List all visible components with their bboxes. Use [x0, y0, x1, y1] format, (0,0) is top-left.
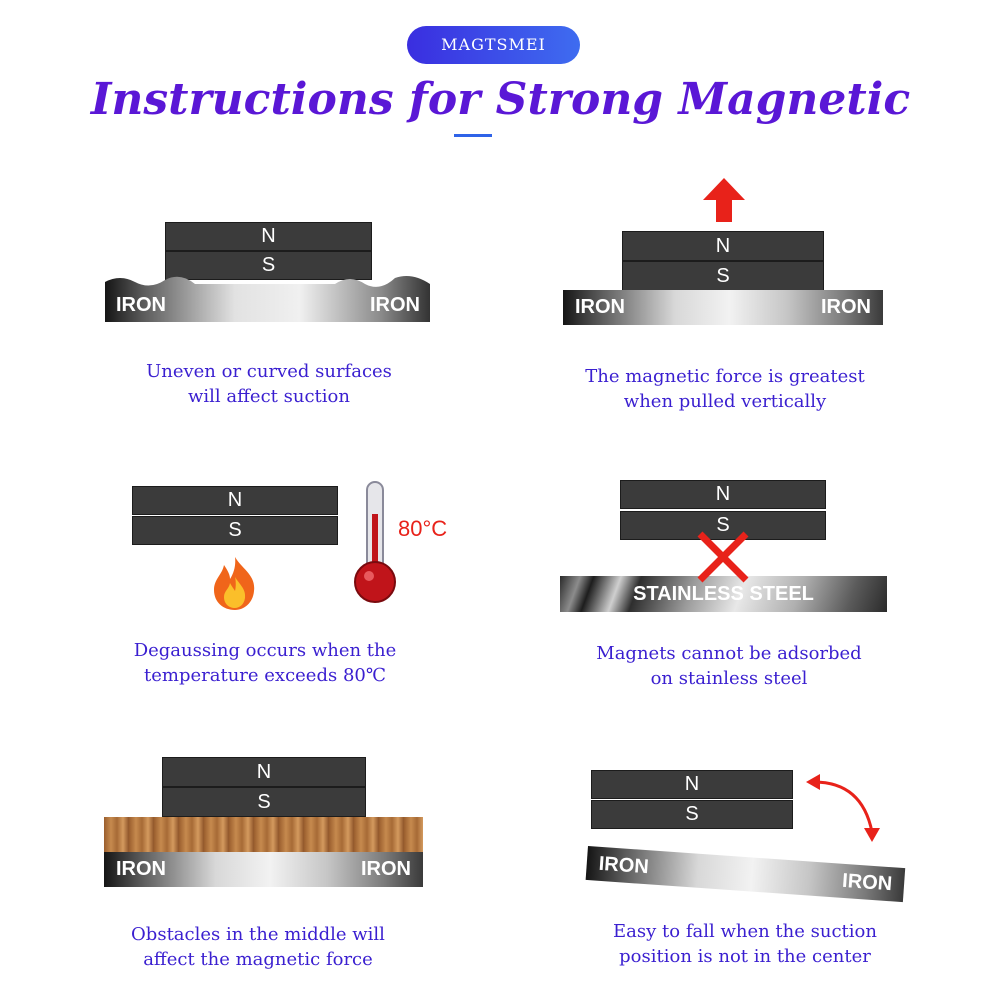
caption-obstacle: Obstacles in the middle will affect the … [131, 924, 385, 970]
magnet-north: N [620, 480, 826, 509]
brand-badge: MAGTSMEI [407, 26, 580, 64]
iron-plate: IRON IRON [563, 290, 883, 325]
magnet-north: N [622, 231, 824, 261]
temperature-label: 80°C [398, 516, 448, 541]
page-title: Instructions for Strong Magnetic [90, 74, 911, 125]
cross-icon [697, 531, 749, 583]
magnet-south: S [132, 516, 338, 545]
magnet-south: S [165, 251, 372, 280]
magnet-south: S [622, 261, 824, 291]
magnet-south: S [591, 800, 793, 829]
curved-double-arrow-icon [806, 774, 880, 842]
plate-label-left: IRON [116, 294, 166, 316]
plate-label-right: IRON [370, 294, 420, 316]
magnet-south: S [162, 787, 366, 817]
thermometer-icon [354, 481, 396, 603]
title-underline [454, 134, 492, 137]
caption-temperature: Degaussing occurs when the temperature e… [133, 640, 397, 686]
uneven-iron-surface [105, 276, 430, 322]
magnet-south: S [620, 511, 826, 540]
wood-obstacle [104, 817, 423, 852]
caption-stainless: Magnets cannot be adsorbed on stainless … [596, 643, 862, 689]
flame-icon [214, 557, 255, 610]
magnet-north: N [165, 222, 372, 251]
caption-uneven: Uneven or curved surfaces will affect su… [146, 361, 392, 407]
iron-plate: IRON IRON [104, 852, 423, 887]
magnet-north: N [591, 770, 793, 799]
magnet-north: N [132, 486, 338, 515]
arrow-up-icon [703, 178, 745, 222]
caption-vertical: The magnetic force is greatest when pull… [585, 366, 865, 412]
stainless-plate: STAINLESS STEEL [560, 576, 887, 612]
magnet-north: N [162, 757, 366, 787]
tilted-iron-plate: IRON IRON [585, 846, 906, 903]
caption-off-center: Easy to fall when the suction position i… [613, 921, 877, 967]
